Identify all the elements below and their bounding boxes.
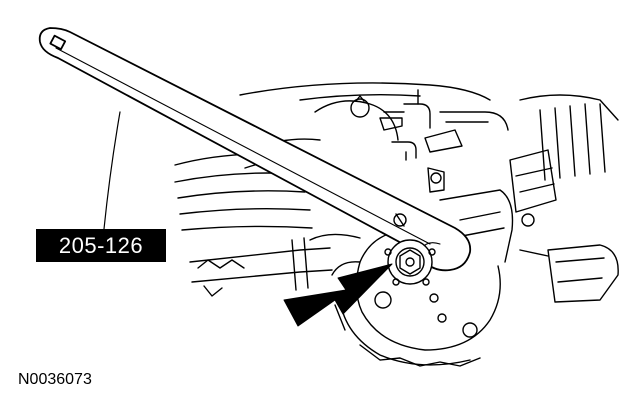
upper-assembly [239,82,509,169]
direction-arrow [283,263,393,327]
figure-id: N0036073 [18,371,92,388]
tool-number-label: 205-126 [36,229,166,262]
leader-line [103,111,121,230]
holding-tool [38,27,472,272]
differential-housing [331,189,514,367]
right-housing [509,94,619,303]
pinion-flange [384,167,445,286]
